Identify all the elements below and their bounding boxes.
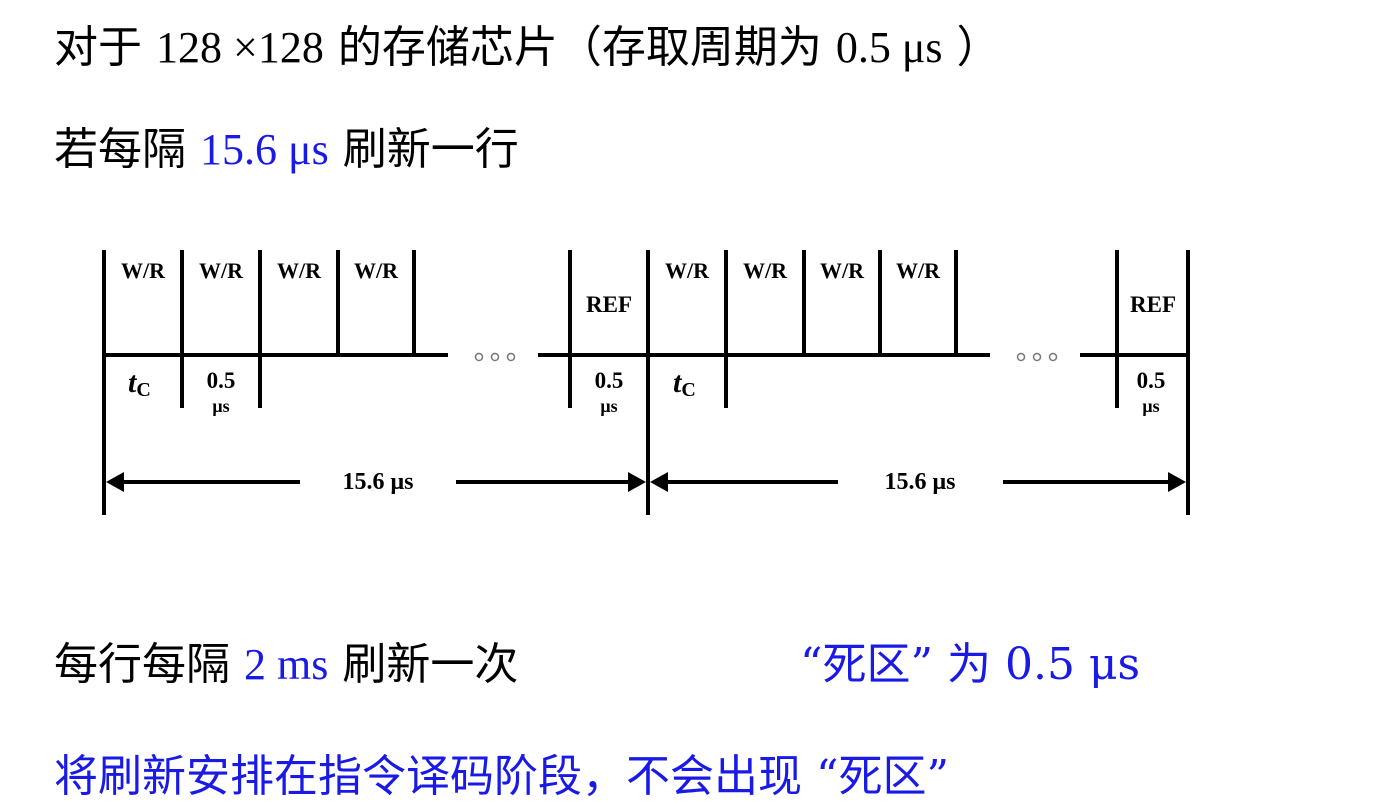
line-1-prefix: 对于 xyxy=(54,22,156,73)
dead-zone-note: “死区” 为 0.5 μs xyxy=(800,643,1140,687)
line-2: 若每隔 15.6 μs 刷新一行 xyxy=(54,128,519,172)
wr-cell-label: W/R xyxy=(199,258,244,283)
line-3-prefix: 每行每隔 xyxy=(54,639,244,690)
tc-label: tC xyxy=(128,366,151,401)
row-refresh-period-value: 2 ms xyxy=(244,640,329,689)
half-us-value: 0.5 xyxy=(595,368,624,393)
us-unit: μs xyxy=(600,396,617,416)
period-label: 15.6 μs xyxy=(343,469,414,495)
access-cycle-value: 0.5 μs xyxy=(835,23,943,72)
line-4: 将刷新安排在指令译码阶段，不会出现 “死区” xyxy=(54,755,949,799)
wr-cell-label: W/R xyxy=(665,258,710,283)
period-label: 15.6 μs xyxy=(885,469,956,495)
wr-cell-label: W/R xyxy=(743,258,788,283)
wr-cell-label: W/R xyxy=(354,258,399,283)
line-2-suffix: 刷新一行 xyxy=(328,124,519,175)
wr-cell-label: W/R xyxy=(820,258,865,283)
half-us-value: 0.5 xyxy=(1137,368,1166,393)
line-3-suffix: 刷新一次 xyxy=(328,639,519,690)
half-us-value: 0.5 xyxy=(207,368,236,393)
line-3: 每行每隔 2 ms 刷新一次 xyxy=(54,643,518,687)
tc-label: tC xyxy=(673,366,696,401)
line-4-text: 将刷新安排在指令译码阶段，不会出现 “死区” xyxy=(54,751,949,802)
line-1-mid: 的存储芯片（存取周期为 xyxy=(323,22,836,73)
line-1-suffix: ） xyxy=(942,22,1001,73)
line-1: 对于 128 ×128 的存储芯片（存取周期为 0.5 μs ） xyxy=(54,26,1001,70)
wr-cell-label: W/R xyxy=(277,258,322,283)
chip-dimensions: 128 ×128 xyxy=(156,23,324,72)
ref-label: REF xyxy=(1130,292,1176,317)
wr-cell-label: W/R xyxy=(896,258,941,283)
refresh-interval-value: 15.6 μs xyxy=(200,125,329,174)
wr-cell-label: W/R xyxy=(121,258,166,283)
ref-label: REF xyxy=(586,292,632,317)
us-unit: μs xyxy=(1142,396,1159,416)
dead-zone-text: “死区” 为 0.5 μs xyxy=(800,639,1141,690)
line-2-prefix: 若每隔 xyxy=(54,124,200,175)
us-unit: μs xyxy=(212,396,229,416)
